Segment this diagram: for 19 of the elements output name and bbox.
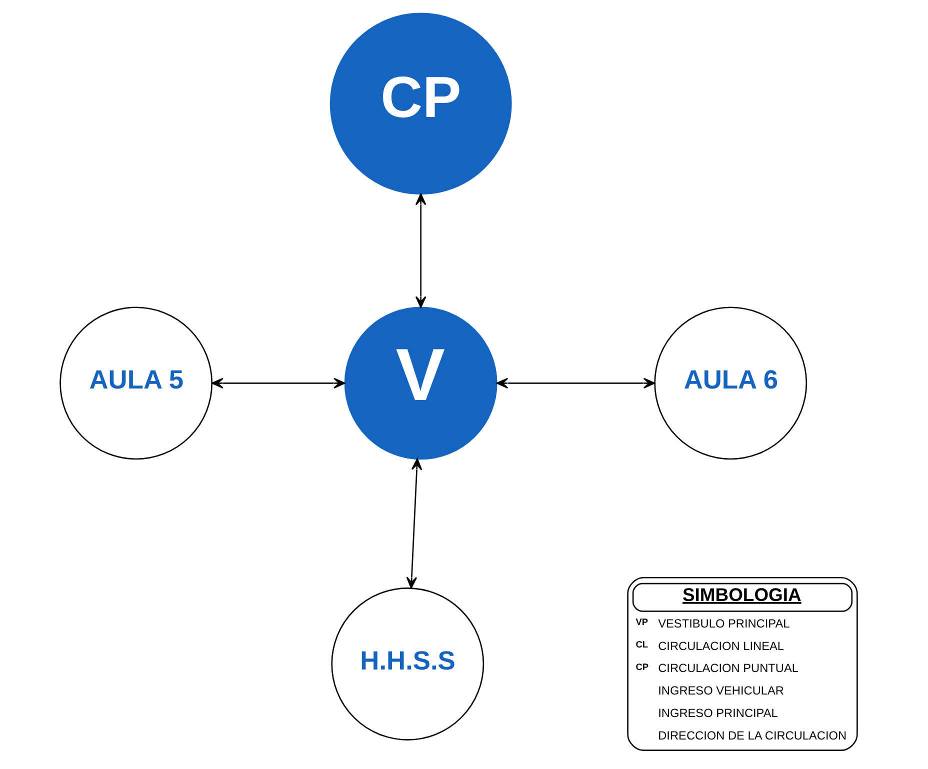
legend-label: VESTIBULO PRINCIPAL (658, 616, 790, 630)
node-circle: V (344, 306, 498, 460)
label: CP (636, 662, 649, 672)
legend-label: INGRESO PRINCIPAL (658, 706, 778, 720)
node-circle: AULA 6 (654, 306, 808, 460)
label: SIMBOLOGIA (682, 584, 802, 605)
arrow (212, 378, 346, 389)
arrow (496, 378, 656, 389)
legend-label: DIRECCION DE LA CIRCULACION (658, 728, 847, 742)
node-circle: CP (330, 12, 512, 195)
node-circle: H.H.S.S (331, 588, 484, 740)
node-circle: AULA 5 (60, 306, 213, 460)
arrow (406, 458, 422, 589)
legend-label: INGRESO VEHICULAR (658, 684, 784, 698)
label: VP (636, 617, 648, 628)
arrow (415, 193, 426, 308)
legend-label: CIRCULACION PUNTUAL (658, 661, 798, 676)
label: CL (636, 640, 648, 650)
legend-label: CIRCULACION LINEAL (658, 638, 784, 653)
